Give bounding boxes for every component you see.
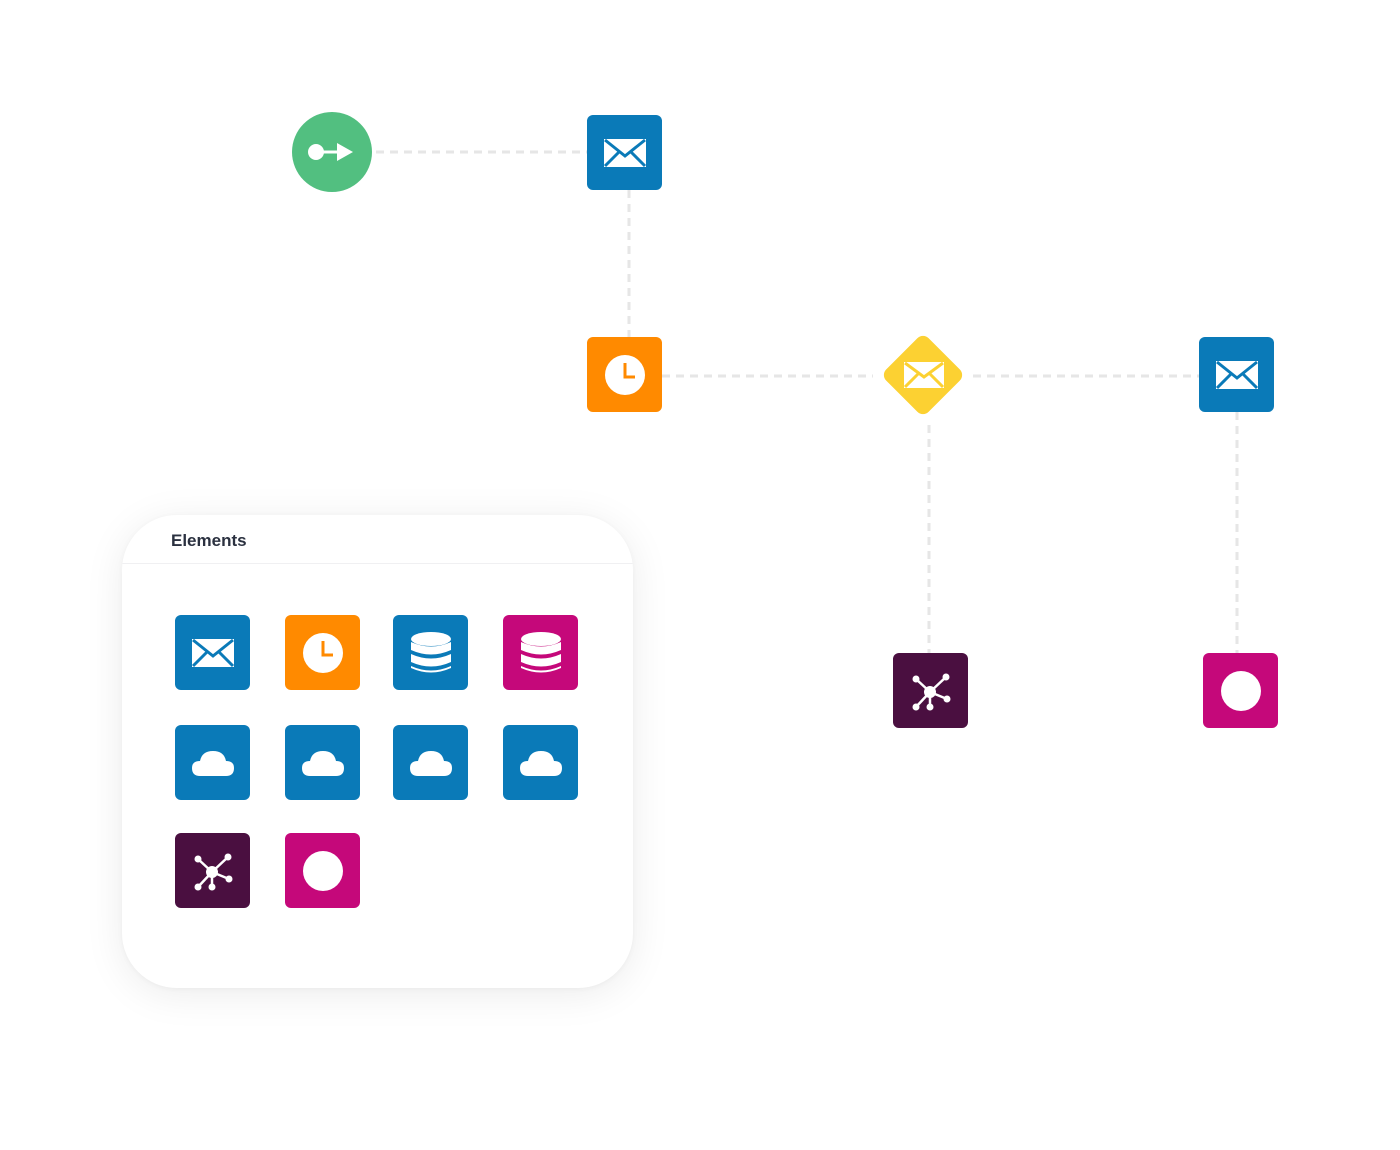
cloud-icon <box>409 750 452 776</box>
flow-node-decision[interactable] <box>873 325 973 425</box>
palette-item-cloud-3[interactable] <box>393 725 468 800</box>
panel-divider <box>122 563 633 564</box>
flow-node-start[interactable] <box>292 112 372 192</box>
palette-item-email[interactable] <box>175 615 250 690</box>
envelope-icon <box>1215 360 1258 389</box>
cloud-icon <box>191 750 234 776</box>
decision-diamond <box>883 335 963 415</box>
palette-item-end[interactable] <box>285 833 360 908</box>
elements-panel: Elements <box>122 515 633 988</box>
palette-item-database[interactable] <box>393 615 468 690</box>
panel-title: Elements <box>171 531 247 550</box>
clock-icon <box>302 632 343 673</box>
palette-item-database-2[interactable] <box>503 615 578 690</box>
circle-icon <box>1220 670 1261 711</box>
circle-icon <box>302 850 343 891</box>
network-icon <box>912 673 950 710</box>
database-icon <box>410 631 451 672</box>
flow-node-wait[interactable] <box>587 337 662 412</box>
cloud-icon <box>301 750 344 776</box>
database-icon <box>520 631 561 672</box>
cloud-icon <box>519 750 562 776</box>
palette-item-network[interactable] <box>175 833 250 908</box>
palette-item-cloud-4[interactable] <box>503 725 578 800</box>
envelope-icon <box>191 638 234 667</box>
flow-node-email-2[interactable] <box>1199 337 1274 412</box>
palette-item-cloud-2[interactable] <box>285 725 360 800</box>
clock-icon <box>604 354 645 395</box>
flow-node-network[interactable] <box>893 653 968 728</box>
start-arrow-icon <box>308 143 353 161</box>
palette-item-wait[interactable] <box>285 615 360 690</box>
envelope-icon <box>603 138 646 167</box>
network-icon <box>194 853 232 890</box>
palette-item-cloud-1[interactable] <box>175 725 250 800</box>
flow-node-email[interactable] <box>587 115 662 190</box>
envelope-icon <box>903 361 945 389</box>
flow-node-end[interactable] <box>1203 653 1278 728</box>
